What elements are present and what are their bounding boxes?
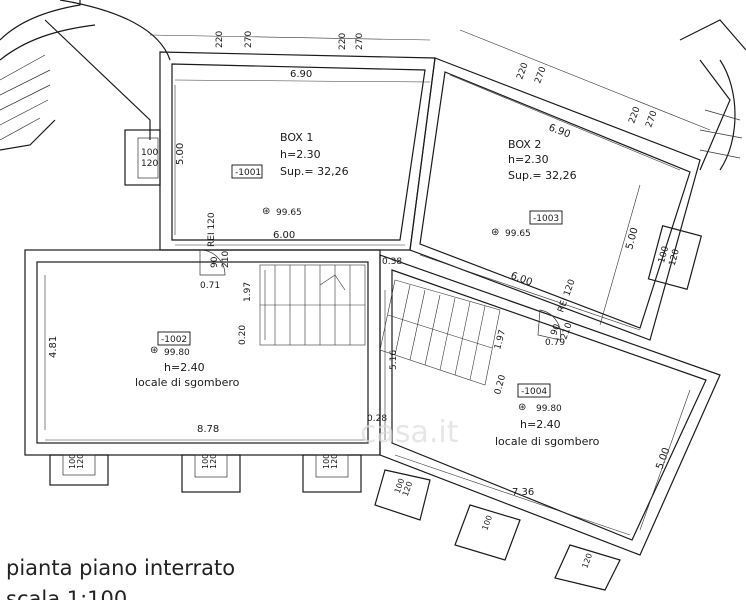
door-rating: REI 120 [207,212,217,247]
dim-top-270a: 270 [244,31,254,48]
door-size: 90 [210,256,220,268]
level-marker-icon: ⊛ [262,206,270,217]
plan-title: pianta piano interrato [6,556,235,580]
room-height: h=2.40 [520,418,561,431]
dim-diag-270b: 270 [644,109,659,129]
dim-door-079: 0.79 [545,338,565,348]
right-structure-fragment [679,19,746,171]
room-use: locale di sgombero [495,435,600,448]
dim-box2-inner: 6.00 [509,270,534,288]
level-marker-icon: ⊛ [518,402,526,413]
window-bottom-2: 100 120 [181,454,241,493]
fire-door-1: REI 120 90 210 [199,212,231,276]
dim-box1-inner: 6.00 [273,230,295,241]
box-2-label: BOX 2 h=2.30 Sup.= 32,26 -1003 ⊛ 99.65 [491,138,577,239]
door-rating: REI 120 [556,278,577,314]
room-1002-label: -1002 ⊛ 99.80 h=2.40 locale di sgombero [135,331,240,389]
room-height: h=2.40 [164,361,205,374]
dim-top-220a: 220 [215,31,225,48]
room-area: Sup.= 32,26 [280,165,349,178]
window-label-top: 100 [68,454,77,469]
level-marker-icon: ⊛ [491,227,499,238]
door-size: 90 [549,323,562,337]
dim-box2-depth: 5.00 [624,226,640,250]
window-bottom-3: 100 120 [302,454,362,493]
window-right-box2: 100 120 [647,225,703,290]
window-bottom-4: 100 120 [374,469,431,521]
watermark: casa.it [360,415,459,450]
dim-top-270b: 270 [355,33,365,50]
window-bottom-1: 100 120 [49,454,109,486]
dimension-lines [44,29,711,536]
room-level: 99.80 [164,348,190,358]
dim-door-071: 0.71 [200,281,220,291]
dim-diag-220a: 220 [515,61,530,81]
window-label-bottom: 120 [76,454,85,469]
room-code: -1002 [161,335,187,345]
room-1004 [379,254,721,556]
dim-1002-depth: 4.81 [48,336,59,358]
window-label-top: 100 [480,514,494,531]
window-label-top: 100 [322,454,331,469]
room-level: 99.80 [536,404,562,414]
stair-left [259,264,366,346]
room-code: -1001 [235,168,261,178]
box-2-room [409,57,701,341]
room-height: h=2.30 [508,153,549,166]
dim-wall-028: 0.28 [367,414,387,424]
window-label-top: 100 [141,148,158,158]
room-area: Sup.= 32,26 [508,169,577,182]
dim-diag-220b: 220 [627,105,642,125]
corner-stair-fragment [0,0,171,151]
dim-1004-side: 5.16 [389,350,399,370]
window-label-bottom: 120 [141,159,158,169]
dim-wall-020b: 0.20 [493,374,508,396]
room-code: -1004 [521,387,547,397]
room-1004-label: -1004 ⊛ 99.80 h=2.40 locale di sgombero [495,383,600,448]
scale-note: scala 1:100 [6,587,127,600]
room-level: 99.65 [505,229,531,239]
window-label-top: 100 [201,454,210,469]
dim-box1-depth: 5.00 [175,143,186,165]
window-label-top: 100 [657,245,671,264]
window-label-bottom: 120 [330,454,339,469]
room-code: -1003 [533,214,559,224]
door-height: 210 [559,321,574,341]
dim-wall-020a: 0.20 [238,325,248,345]
dim-box2-width: 6.90 [547,122,572,140]
dim-1002-stair: 1.97 [243,282,253,302]
window-bottom-5: 100 120 [454,504,621,591]
box-1-label: BOX 1 h=2.30 Sup.= 32,26 -1001 ⊛ 99.65 [231,131,349,218]
dim-diag-270a: 270 [533,65,548,85]
door-height: 210 [221,251,231,268]
dim-box1-width: 6.90 [290,69,312,80]
dim-top-220b: 220 [338,33,348,50]
window-label-bottom: 120 [668,248,682,267]
room-name: BOX 2 [508,138,541,151]
dim-1002-width: 8.78 [197,424,219,435]
room-height: h=2.30 [280,148,321,161]
dim-1004-width: 7.36 [512,487,534,498]
window-left-box1: 100 120 [124,129,161,186]
dim-wall-038: 0.38 [382,257,402,267]
fire-door-2: REI 120 90 210 [537,278,578,341]
window-label-bottom: 120 [580,552,594,569]
room-name: BOX 1 [280,131,313,144]
room-use: locale di sgombero [135,376,240,389]
window-label-bottom: 120 [209,454,218,469]
room-level: 99.65 [276,208,302,218]
level-marker-icon: ⊛ [150,345,158,356]
